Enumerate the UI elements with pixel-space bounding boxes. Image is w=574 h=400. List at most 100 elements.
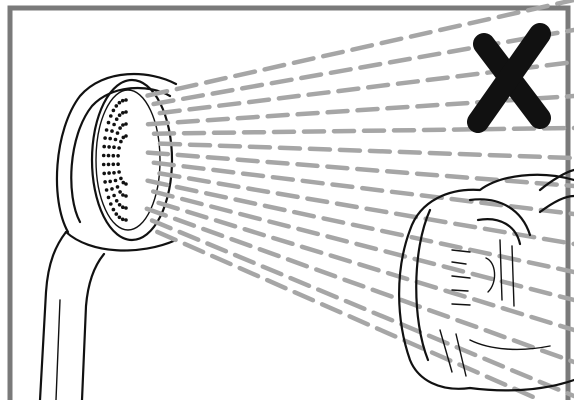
spray-dash [277,145,303,151]
nozzle-dot [104,188,109,192]
spray-dash [295,110,320,117]
spray-dash [497,253,522,263]
spray-dash [482,226,507,235]
spray-dash [295,162,320,169]
spray-dash [441,264,466,274]
spray-dash [457,362,480,375]
spray-dash [291,56,316,66]
spray-dash [374,326,398,339]
nozzle-dot [120,217,125,222]
spray-dash [144,206,168,218]
spray-dash [541,236,566,245]
spray-dash [235,114,260,121]
nozzle-dot [117,113,122,117]
nozzle-dot [106,153,111,158]
nozzle-dot [121,205,125,209]
spray-dash [246,186,271,195]
spray-dash [276,93,301,101]
nozzle-dot [106,195,111,200]
spray-dash [247,144,273,150]
spray-dash [145,178,170,188]
spray-dash [156,200,180,211]
spray-dash [385,270,410,282]
spray-dash [429,350,453,363]
spray-dash [414,279,439,290]
spray-dash [547,154,572,161]
nozzle-dot [124,182,128,186]
spray-dash [565,391,574,399]
spray-dash [539,348,564,360]
spray-dash [291,209,317,219]
spray-dash [538,207,564,215]
spray-dash [205,155,230,162]
spray-dash [267,219,291,229]
spray-dash [325,234,350,244]
spray-dash [449,196,474,204]
spray-dash [414,171,440,178]
spray-dash [300,178,325,186]
spray-dash [157,171,182,179]
spray-dash [528,286,553,297]
spray-dash [325,164,350,171]
spray-dash [525,3,550,13]
spray-dash [211,167,236,175]
nozzle-dot [113,178,118,183]
nozzle-dot [111,153,116,158]
spray-dash [355,106,380,113]
nozzle-dot [119,176,123,181]
spray-dash [177,229,201,242]
spray-dash [496,10,521,20]
spray-dash [471,297,496,308]
spray-dash [384,169,410,176]
spray-dash [328,253,353,264]
nozzle-dot [110,129,114,133]
spray-dash [555,0,574,6]
nozzle-dot [107,171,111,175]
spray-dash [334,201,359,210]
spray-dash [438,241,463,250]
spray-dash [509,368,533,381]
spray-dash [479,200,504,208]
spray-dash [175,152,201,159]
spray-dash [444,173,470,180]
spray-dash [467,16,492,26]
nozzle-dot [124,98,128,102]
spray-dash [371,310,395,323]
shower-head-rim [55,72,178,234]
spray-dash [425,75,450,83]
spray-dash [233,197,258,206]
spray-dash [483,328,507,340]
spray-dash [209,253,233,267]
nozzle-dot [114,104,119,108]
spray-dash [321,216,346,225]
spray-dash [417,51,442,60]
spray-dash [149,218,173,231]
spray-dash [426,307,451,320]
cross-mark-icon [467,23,551,133]
spray-dash [145,150,171,157]
nozzle-dot [103,180,107,184]
spray-dash [172,216,197,228]
spray-dash [145,120,171,127]
spray-dash [437,23,463,33]
spray-dash [364,206,389,215]
spray-dash [367,148,393,154]
nozzle-dot [124,134,128,138]
nozzle-dot [103,136,107,140]
nozzle-dot [104,128,109,132]
spray-dash [269,77,294,86]
spray-dash [187,104,212,112]
spray-dash [564,27,574,34]
spray-dash [526,260,551,269]
spray-dash [216,181,241,190]
spray-dash [325,108,350,115]
nozzle-dot [117,100,122,105]
nozzle-dot [114,199,119,203]
spray-dash [299,244,324,255]
device-outline [398,168,574,392]
spray-dash [213,218,238,229]
spray-dash [379,36,404,46]
spray-dash [306,90,331,97]
spray-dash [508,204,534,211]
